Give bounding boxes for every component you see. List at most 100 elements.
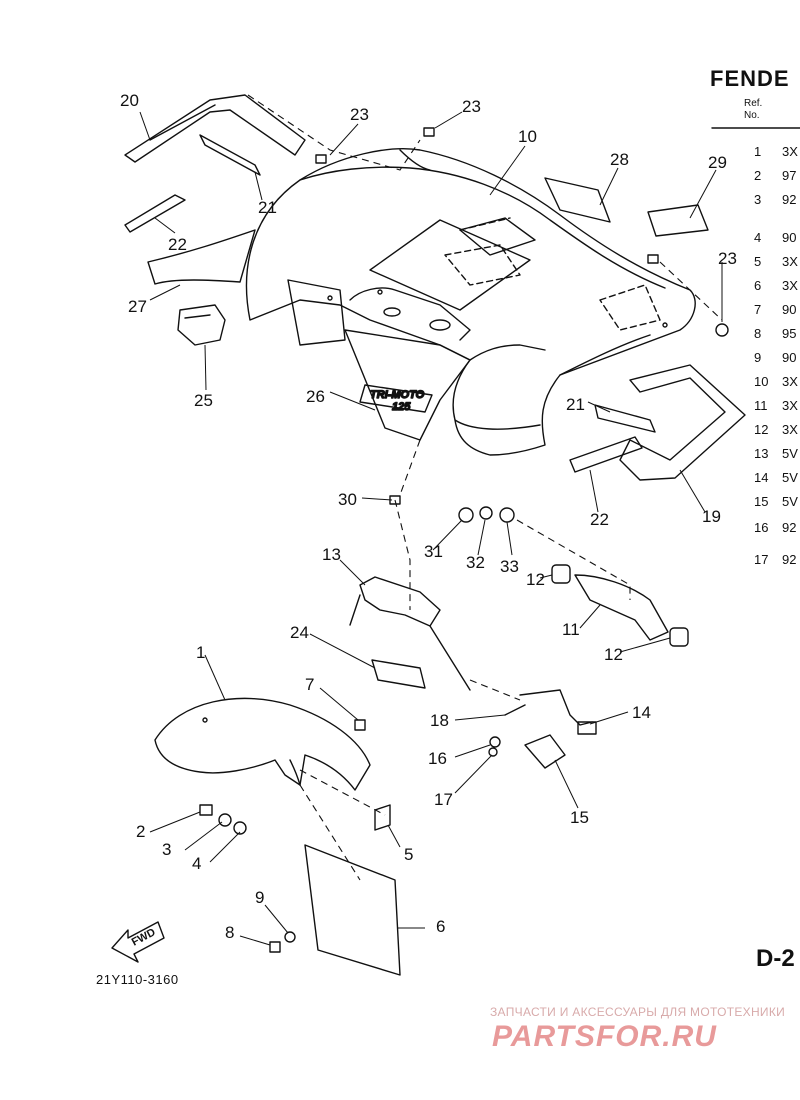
callout-label: 14 [632,703,651,722]
ref-row-code: 5V [782,470,798,485]
callout-label: 8 [225,923,234,942]
spring-18 [504,704,526,716]
callout-label: 25 [194,391,213,410]
bracket-22-left [124,194,186,233]
ref-row-code: 3X [782,374,798,389]
connector-14 [577,721,597,735]
guide-line-b [659,261,723,321]
callout-label: 24 [290,623,309,642]
decal-28 [544,177,611,223]
callout-label: 10 [518,127,537,146]
side-area-dashed [599,284,661,331]
ref-row-number: 1 [754,144,762,159]
guide-line-g [299,784,361,881]
bracket-21-left [199,134,261,176]
page-title: FENDE [710,66,790,91]
no-label: No. [744,110,760,121]
ref-row-code: 95 [782,326,797,341]
seat-outline-dashed [459,217,511,231]
ref-row-number: 4 [754,230,762,245]
page-code: D-2 [756,945,795,972]
collar-12-b [669,627,689,647]
ref-row: 1 3X [754,144,798,159]
ref-row-code: 3X [782,254,798,269]
callout-label: 12 [604,645,623,664]
pad-29 [647,204,709,237]
fwd-arrow-icon [111,921,165,963]
tail-box-panel [287,279,346,346]
callout-label: 28 [610,150,629,169]
grab-rail-20-inner [149,104,216,141]
callout-label: 9 [255,888,264,907]
ref-row-code: 3X [782,422,798,437]
assembly-guide-lines [247,94,723,881]
callout-label: 16 [428,749,447,768]
ref-row: 7 90 [754,302,796,317]
fwd-label: FWD [130,926,158,948]
callout-label: 17 [434,790,453,809]
ref-row-number: 15 [754,494,769,509]
callout-label: 22 [590,510,609,529]
ref-row-code: 92 [782,520,797,535]
ref-row-code: 3X [782,398,798,413]
decal-tri-moto-text: TRI-MOTO [370,389,425,401]
callout-label: 23 [462,97,481,116]
ref-row-number: 5 [754,254,762,269]
callout-label: 12 [526,570,545,589]
ref-row-code: 3X [782,144,798,159]
ref-row-number: 8 [754,326,762,341]
front-fender [154,697,371,791]
screw-23-b [423,127,435,137]
guide-line-f [469,679,521,701]
rear-fender [245,148,696,456]
ref-row-number: 17 [754,552,769,567]
ref-row-code: 5V [782,494,798,509]
ref-row-number: 3 [754,192,762,207]
washer-9 [284,931,296,943]
callout-label: 5 [404,845,413,864]
ref-row-code: 5V [782,446,798,461]
ref-row-code: 90 [782,302,797,317]
callout-label: 27 [128,297,147,316]
bracket-13-legs [349,594,471,691]
side-cover-26 [344,329,471,441]
ref-row-code: 90 [782,350,797,365]
callout-label: 11 [562,620,580,639]
callout-label: 29 [708,153,727,172]
ref-row: 15 5V [754,494,798,509]
callout-label: 2 [136,822,145,841]
bracket-21-right [594,404,656,433]
callout-label: 26 [306,387,325,406]
ref-row-number: 7 [754,302,762,317]
washer-17 [488,747,498,757]
ref-row-number: 11 [754,398,768,413]
guide-line-c [394,499,411,610]
ref-row-code: 92 [782,192,797,207]
guide-line-h [299,769,386,816]
callout-label: 6 [436,917,445,936]
callout-label: 3 [162,840,171,859]
ref-row: 6 3X [754,278,798,293]
callout-label: 22 [168,235,187,254]
callout-label: 31 [424,542,443,561]
ref-label: Ref. [744,98,763,109]
callout-label: 13 [322,545,341,564]
ref-row: 8 95 [754,326,796,341]
screw-23-a [315,154,327,164]
decal-27 [147,229,256,285]
ref-column-header: Ref. No. [744,98,762,122]
mud-flap-6 [304,844,401,976]
ref-row-code: 3X [782,278,798,293]
callout-label: 23 [350,105,369,124]
ref-row-number: 6 [754,278,762,293]
callout-label: 19 [702,507,721,526]
callout-label: 18 [430,711,449,730]
